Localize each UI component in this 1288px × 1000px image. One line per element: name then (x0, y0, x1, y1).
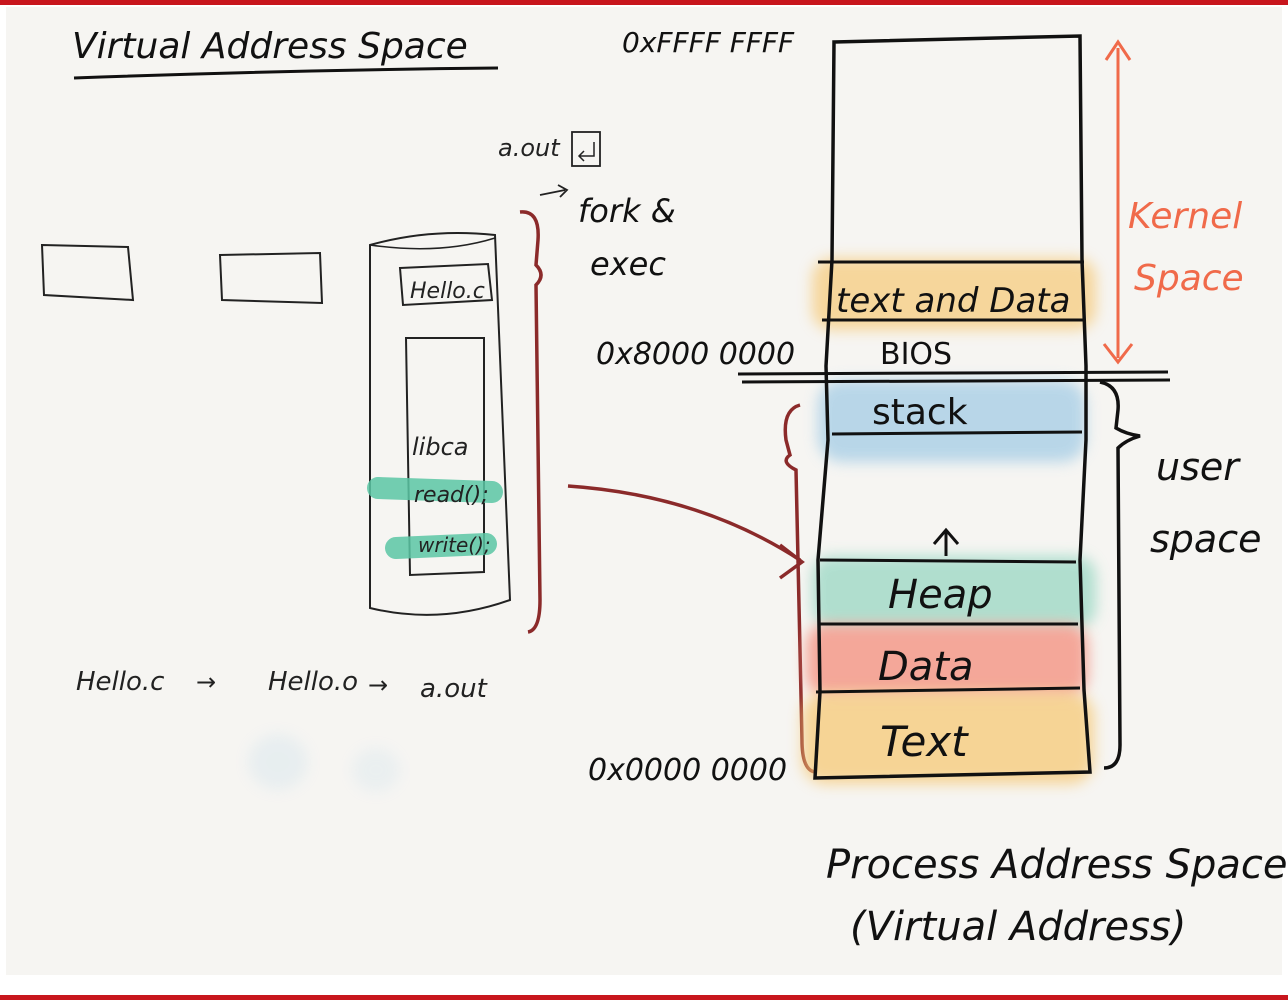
kernel-space-label: Kernel Space (1128, 196, 1254, 299)
virtual-address-space-title: Virtual Address Space (72, 26, 468, 67)
kernel-arrow-top-icon (1104, 39, 1132, 61)
kernel-boundary-address: 0x8000 0000 (596, 337, 795, 372)
program-container (369, 232, 512, 616)
divider-data-bottom (815, 686, 1081, 694)
divider-stack-bottom (831, 430, 1083, 436)
top-address: 0xFFFF FFFF (622, 26, 795, 59)
heap-fill (812, 556, 1096, 628)
object-file-box (398, 262, 494, 307)
caption-line-1: Process Address Space (826, 842, 1288, 888)
fork-arrow-icon (539, 184, 569, 198)
kernel-user-boundary-1 (737, 370, 1169, 376)
sketch-box-1 (40, 243, 135, 302)
whiteboard-canvas (6, 7, 1282, 975)
enter-arrow-icon (577, 142, 595, 162)
write-call-label: write(); (418, 533, 491, 557)
divider-heap-top (819, 558, 1077, 564)
fork-label: fork & (578, 192, 676, 230)
segment-heap: Heap (888, 572, 993, 618)
read-call-label: read(); (414, 483, 489, 508)
segment-text: Text (880, 717, 969, 766)
mapping-arrowhead-icon (778, 543, 805, 580)
top-border (0, 0, 1288, 5)
exec-label: exec (590, 245, 666, 283)
address-space-column (813, 34, 1092, 780)
pipeline-object: Hello.o (268, 667, 358, 697)
pipeline-executable: a.out (420, 674, 488, 704)
text-and-data-fill (812, 258, 1096, 330)
container-rim (369, 237, 496, 250)
pipeline-source: Hello.c (76, 667, 164, 697)
stack-fill (818, 380, 1086, 462)
kernel-user-boundary-2 (741, 378, 1171, 384)
user-space-label: user space (1150, 445, 1261, 561)
title-underline (73, 66, 499, 80)
enter-key-icon (571, 131, 601, 167)
read-highlight (367, 477, 503, 503)
segment-stack: stack (872, 392, 968, 433)
kernel-arrow-bottom-icon (1102, 343, 1134, 365)
write-highlight (385, 533, 497, 559)
heap-growth-arrow-icon (932, 527, 960, 556)
mapping-arrow (567, 484, 801, 562)
caption-line-2: (Virtual Address) (850, 904, 1186, 950)
pipeline-arrow-2: → (368, 671, 388, 699)
library-label: libca (412, 433, 468, 461)
data-fill (806, 624, 1088, 696)
program-brace (519, 210, 543, 634)
sketch-box-2 (218, 251, 324, 305)
bottom-border (0, 995, 1288, 1000)
segment-data: Data (878, 644, 974, 690)
text-fill (802, 692, 1094, 784)
smudge-1 (248, 734, 308, 790)
segment-bios: BIOS (880, 337, 952, 372)
aout-command: a.out (498, 134, 561, 162)
segment-text-and-data: text and Data (836, 281, 1070, 321)
smudge-2 (352, 748, 400, 792)
object-file-label: Hello.c (410, 279, 485, 304)
user-space-brace (1099, 380, 1141, 770)
pipeline-arrow-1: → (196, 668, 216, 696)
bottom-address: 0x0000 0000 (588, 753, 787, 788)
